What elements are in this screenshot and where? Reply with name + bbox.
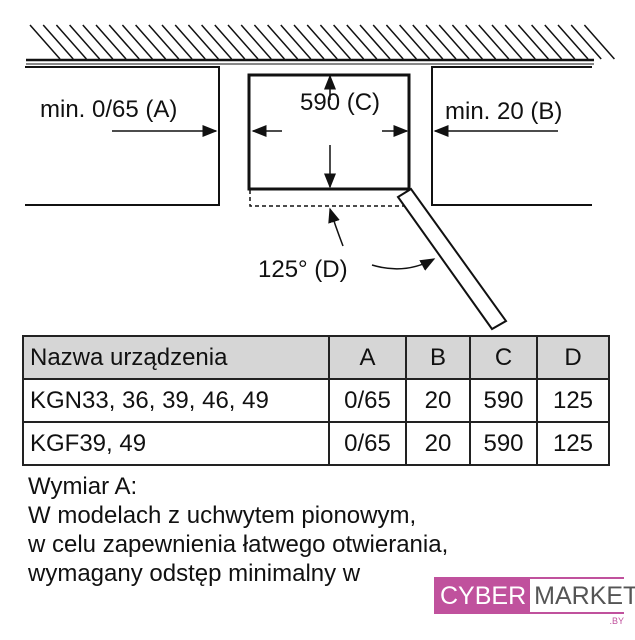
- header-cell: Nazwa urządzenia: [22, 335, 330, 380]
- header-cell: B: [405, 335, 471, 380]
- hatch-line: [240, 24, 272, 60]
- hatch-line: [385, 24, 417, 60]
- hatch-line: [451, 24, 483, 60]
- hatch-line: [253, 24, 285, 60]
- dimensions-table: Nazwa urządzenia A B C D KGN33, 36, 39, …: [22, 335, 610, 466]
- hatch-line: [491, 24, 523, 60]
- hatch-line: [570, 24, 602, 60]
- label-b: min. 20 (B): [445, 98, 562, 125]
- hatch-line: [267, 24, 299, 60]
- hatch-line: [69, 24, 101, 60]
- hatch-line: [583, 24, 615, 60]
- door-closed-outline: [249, 190, 407, 207]
- hatch-line: [187, 24, 219, 60]
- hatch-line: [161, 24, 193, 60]
- hatch-line: [82, 24, 114, 60]
- table-cell: 590: [469, 421, 538, 466]
- hatch-line: [359, 24, 391, 60]
- hatch-line: [227, 24, 259, 60]
- hatch-line: [306, 24, 338, 60]
- hatch-line: [293, 24, 325, 60]
- watermark-logo: CYBER MARKET .BY: [434, 577, 635, 626]
- table-cell: 125: [536, 421, 610, 466]
- header-cell: C: [469, 335, 538, 380]
- table-cell: 0/65: [328, 421, 407, 466]
- header-cell: D: [536, 335, 610, 380]
- hatch-line: [280, 24, 312, 60]
- table-cell: 0/65: [328, 378, 407, 423]
- hatch-line: [504, 24, 536, 60]
- note-line: Wymiar A:: [28, 473, 138, 500]
- fridge-plan-diagram: min. 0/65 (A) 590 (C) min. 20 (B) 125° (…: [25, 24, 615, 331]
- open-door: [396, 187, 508, 331]
- hatch-line: [544, 24, 576, 60]
- table-header: Nazwa urządzenia A B C D: [22, 335, 610, 380]
- hatch-line: [174, 24, 206, 60]
- watermark-part1: CYBER: [436, 579, 531, 612]
- table-cell: 125: [536, 378, 610, 423]
- table-row: KGF39, 49 0/65 20 590 125: [22, 421, 610, 466]
- watermark-part2: MARKET: [530, 579, 635, 612]
- hatch-line: [412, 24, 444, 60]
- table-cell: 20: [405, 378, 471, 423]
- wall: [26, 58, 594, 65]
- label-c: 590 (C): [300, 89, 380, 116]
- note-line: W modelach z uchwytem pionowym,: [28, 502, 417, 529]
- hatch-line: [399, 24, 431, 60]
- table-cell: 20: [405, 421, 471, 466]
- hatch-line: [372, 24, 404, 60]
- hatch-line: [214, 24, 246, 60]
- hatch-line: [478, 24, 510, 60]
- note-line: w celu zapewnienia łatwego otwierania,: [28, 531, 449, 558]
- wall-hatching: [29, 24, 615, 60]
- note-text: Wymiar A: W modelach z uchwytem pionowym…: [28, 472, 448, 588]
- hatch-line: [42, 24, 74, 60]
- hatch-line: [55, 24, 87, 60]
- header-cell: A: [328, 335, 407, 380]
- table-cell: KGN33, 36, 39, 46, 49: [22, 378, 330, 423]
- table-cell: KGF39, 49: [22, 421, 330, 466]
- note-line: wymagany odstęp minimalny w: [28, 560, 361, 587]
- hatch-line: [346, 24, 378, 60]
- hatch-line: [465, 24, 497, 60]
- hatch-line: [108, 24, 140, 60]
- hatch-line: [95, 24, 127, 60]
- left-cabinet: [25, 66, 220, 206]
- hatch-line: [148, 24, 180, 60]
- hatch-line: [517, 24, 549, 60]
- watermark-suffix: .BY: [609, 616, 624, 626]
- right-cabinet: [431, 66, 592, 206]
- table-cell: 590: [469, 378, 538, 423]
- hatch-line: [531, 24, 563, 60]
- hatch-line: [135, 24, 167, 60]
- hatch-line: [319, 24, 351, 60]
- label-d: 125° (D): [258, 256, 348, 283]
- hatch-line: [29, 24, 61, 60]
- table-row: KGN33, 36, 39, 46, 49 0/65 20 590 125: [22, 378, 610, 423]
- hatch-line: [425, 24, 457, 60]
- hatch-line: [201, 24, 233, 60]
- label-a: min. 0/65 (A): [40, 96, 177, 123]
- hatch-line: [438, 24, 470, 60]
- dimension-arrows: [112, 74, 558, 271]
- hatch-line: [557, 24, 589, 60]
- hatch-line: [121, 24, 153, 60]
- hatch-line: [333, 24, 365, 60]
